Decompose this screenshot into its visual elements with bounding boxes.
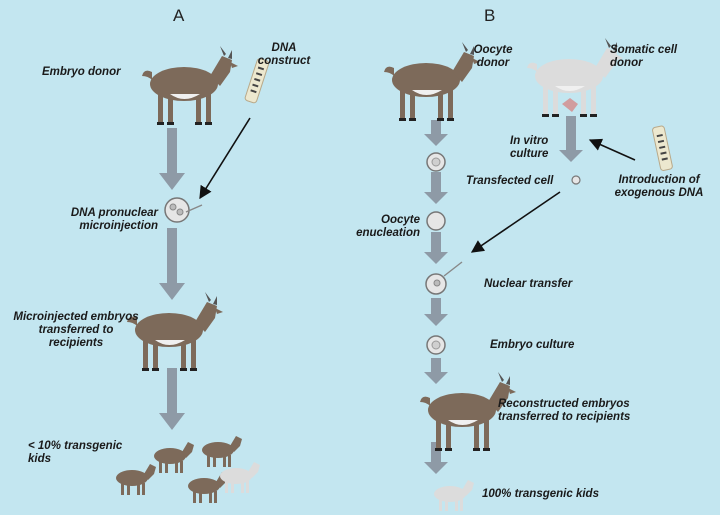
embryo-donor-goat-icon: [142, 46, 238, 125]
microinjection-label: DNA pronuclear microinjection: [70, 207, 158, 232]
exogenous-dna-vial-icon: [652, 125, 673, 171]
nuclear-transfer-label: Nuclear transfer: [484, 278, 573, 290]
dna-to-embryo-arrow: [199, 117, 251, 200]
oocyte-donor-goat-icon: [384, 42, 480, 121]
enucleated-oocyte-icon: [426, 211, 446, 231]
dna-construct-label: DNA construct: [257, 42, 311, 67]
embryo-culture-label: Embryo culture: [490, 339, 575, 351]
embryo-donor-label: Embryo donor: [42, 66, 121, 78]
dna-to-culture-arrow: [588, 138, 636, 161]
oocyte-icon: [426, 152, 446, 172]
panel-a-heading: A: [173, 6, 185, 25]
panel-b-heading: B: [484, 6, 496, 25]
introduction-dna-label: Introduction of exogenous DNA: [614, 174, 704, 199]
microinjected-embryo-icon: [164, 197, 203, 223]
reconstructed-embryos-label: Reconstructed embryos transferred to rec…: [498, 398, 631, 423]
oocyte-enucleation-label: Oocyte enucleation: [356, 214, 420, 239]
cell-to-nuclear-transfer-arrow: [470, 191, 561, 253]
transgenic-kids-icon: [116, 436, 260, 503]
transfected-cell-icon: [571, 175, 581, 185]
b-result-label: 100% transgenic kids: [482, 488, 599, 500]
biopsy-site-icon: [562, 98, 578, 112]
nuclear-transfer-cell-icon: [425, 261, 463, 295]
a-result-label: < 10% transgenic kids: [28, 440, 123, 465]
panel-a-flow-arrows: [159, 128, 185, 430]
in-vitro-culture-label: In vitro culture: [510, 135, 549, 160]
transferred-embryos-label: Microinjected embryos transferred to rec…: [13, 311, 139, 349]
transgenic-kid-b-icon: [434, 480, 474, 511]
cultured-embryo-icon: [426, 335, 446, 355]
somatic-cell-donor-label: Somatic cell donor: [610, 44, 678, 69]
dna-construct-vial-icon: [244, 58, 270, 104]
panel-b-flow-arrows: [424, 116, 583, 474]
transfected-cell-label: Transfected cell: [466, 175, 554, 187]
oocyte-donor-label: Oocyte donor: [473, 44, 513, 69]
